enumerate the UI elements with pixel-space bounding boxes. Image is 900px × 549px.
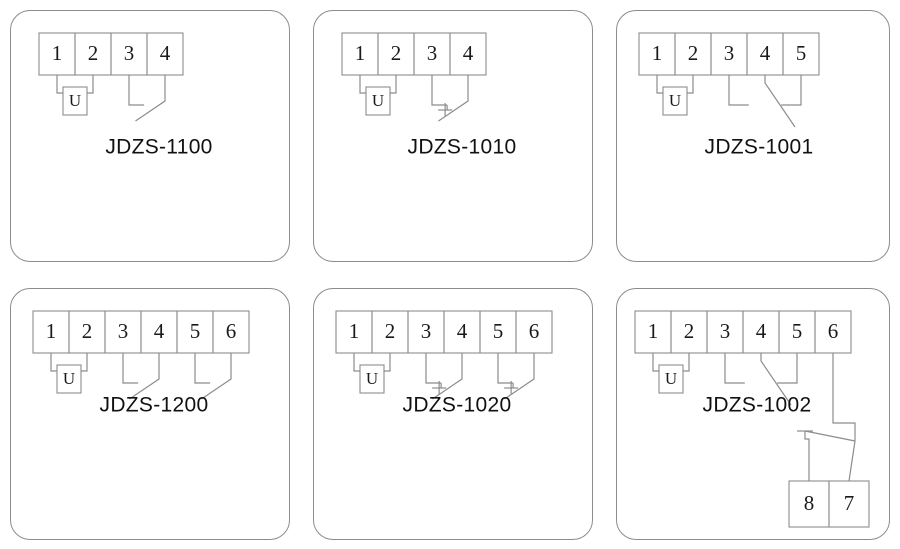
terminal-block: 1 2 3 4	[38, 32, 184, 76]
model-label: JDZS-1100	[105, 136, 212, 159]
coil-symbol: U	[652, 353, 690, 394]
terminal-number: 1	[349, 319, 360, 343]
model-label: JDZS-1001	[705, 136, 814, 159]
terminal-number: 7	[844, 491, 855, 515]
contact-no	[122, 353, 160, 400]
terminal-number: 3	[724, 41, 735, 65]
contact-nc	[497, 353, 535, 400]
terminal-number: 5	[792, 319, 803, 343]
coil-symbol: U	[656, 75, 694, 116]
terminal-block: 1 2 3 4 5	[638, 32, 820, 76]
contact-co	[724, 353, 798, 406]
terminal-number: 2	[688, 41, 699, 65]
terminal-number: 2	[391, 41, 402, 65]
terminal-number: 1	[46, 319, 57, 343]
model-label: JDZS-1002	[703, 394, 812, 417]
contact-no	[128, 75, 166, 122]
contact-co	[728, 75, 802, 128]
coil-symbol: U	[50, 353, 88, 394]
terminal-number: 3	[124, 41, 135, 65]
terminal-block: 1 2 3 4 5 6	[335, 310, 553, 354]
coil-label: U	[669, 91, 681, 110]
terminal-number: 2	[88, 41, 99, 65]
coil-label: U	[372, 91, 384, 110]
model-label: JDZS-1010	[408, 136, 517, 159]
contact-nc	[431, 75, 469, 122]
terminal-number: 5	[796, 41, 807, 65]
contact-nc	[425, 353, 463, 400]
coil-label: U	[69, 91, 81, 110]
terminal-number: 4	[160, 41, 171, 65]
terminal-number: 4	[154, 319, 165, 343]
coil-symbol: U	[353, 353, 391, 394]
terminal-number: 2	[684, 319, 695, 343]
terminal-number: 3	[118, 319, 129, 343]
terminal-number: 4	[756, 319, 767, 343]
contact-no	[194, 353, 232, 400]
terminal-block: 1 2 3 4 5 6	[634, 310, 852, 354]
model-label: JDZS-1020	[403, 394, 512, 417]
coil-label: U	[665, 369, 677, 388]
terminal-number: 3	[427, 41, 438, 65]
terminal-number: 1	[648, 319, 659, 343]
terminal-number: 6	[226, 319, 237, 343]
terminal-number: 3	[421, 319, 432, 343]
terminal-number: 5	[493, 319, 504, 343]
terminal-number: 4	[760, 41, 771, 65]
terminal-number: 1	[52, 41, 63, 65]
coil-symbol: U	[359, 75, 397, 116]
terminal-number: 1	[355, 41, 366, 65]
terminal-block: 1 2 3 4	[341, 32, 487, 76]
terminal-number: 4	[457, 319, 468, 343]
terminal-number: 6	[529, 319, 540, 343]
terminal-number: 1	[652, 41, 663, 65]
terminal-number: 2	[82, 319, 93, 343]
terminal-number: 2	[385, 319, 396, 343]
terminal-block: 1 2 3 4 5 6	[32, 310, 250, 354]
coil-symbol: U	[56, 75, 94, 116]
coil-label: U	[63, 369, 75, 388]
terminal-number: 3	[720, 319, 731, 343]
terminal-number: 5	[190, 319, 201, 343]
terminal-number: 6	[828, 319, 839, 343]
terminal-number: 8	[804, 491, 815, 515]
terminal-number: 4	[463, 41, 474, 65]
model-label: JDZS-1200	[100, 394, 209, 417]
coil-label: U	[366, 369, 378, 388]
